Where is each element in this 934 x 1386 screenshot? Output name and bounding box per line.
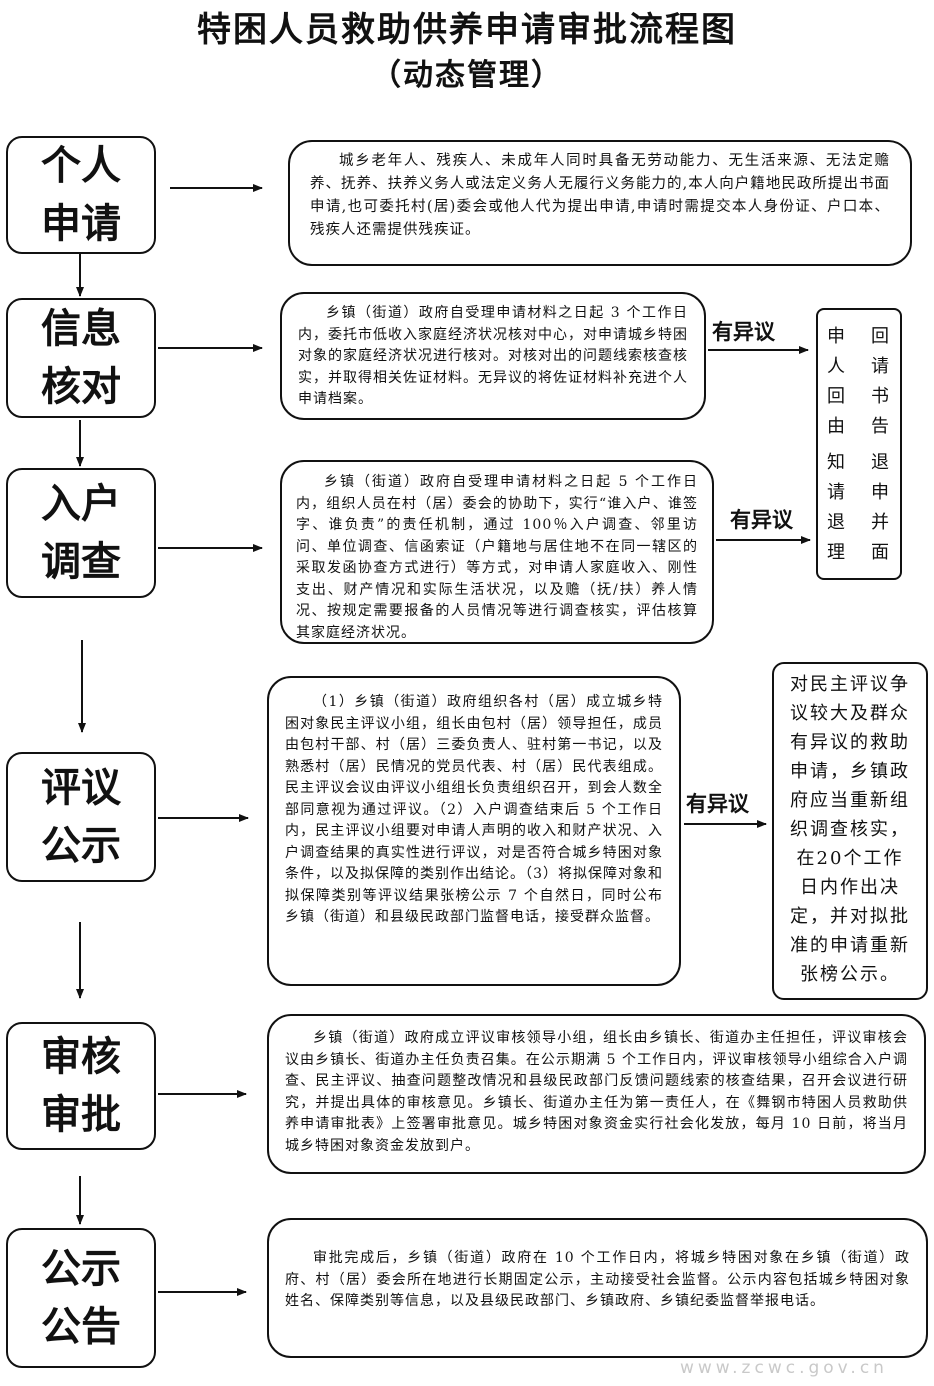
step-label-line1: 入户 bbox=[41, 481, 121, 527]
step-label-line2: 调查 bbox=[41, 539, 121, 585]
step-personal-application: 个人 申请 bbox=[6, 136, 156, 254]
objection-label: 有异议 bbox=[686, 792, 749, 816]
step-label-line1: 信息 bbox=[41, 306, 121, 352]
description-audit-approval: 乡镇（街道）政府成立评议审核领导小组，组长由乡镇长、街道办主任担任，评议审核会议… bbox=[267, 1014, 926, 1174]
description-personal-application: 城乡老年人、残疾人、未成年人同时具备无劳动能力、无生活来源、无法定赡养、抚养、扶… bbox=[288, 140, 912, 266]
return-notice-box: 回请书告申人回由 退申并面知请退理 bbox=[816, 308, 902, 580]
re-review-box: 对民主评议争议较大及群众有异议的救助申请，乡镇政府应当重新组织调查核实，在20个… bbox=[772, 662, 928, 1000]
return-notice-col1: 回请书告申人回由 bbox=[824, 326, 889, 446]
watermark: www.zcwc.gov.cn bbox=[680, 1358, 888, 1378]
step-label-line2: 核对 bbox=[41, 364, 121, 410]
step-label-line2: 公示 bbox=[41, 823, 121, 869]
step-label-line1: 审核 bbox=[41, 1034, 121, 1080]
step-label-line1: 评议 bbox=[41, 765, 121, 811]
description-home-investigation: 乡镇（街道）政府自受理申请材料之日起 5 个工作日内，组织人员在村（居）委会的协… bbox=[280, 460, 714, 644]
step-public-announcement: 公示 公告 bbox=[6, 1228, 156, 1368]
step-label-line2: 公告 bbox=[41, 1304, 121, 1350]
step-review-publicity: 评议 公示 bbox=[6, 752, 156, 882]
description-info-verification: 乡镇（街道）政府自受理申请材料之日起 3 个工作日内，委托市低收入家庭经济状况核… bbox=[280, 292, 706, 420]
step-label-line1: 公示 bbox=[41, 1246, 121, 1292]
step-info-verification: 信息 核对 bbox=[6, 298, 156, 418]
page-title: 特困人员救助供养申请审批流程图 bbox=[197, 10, 737, 50]
step-audit-approval: 审核 审批 bbox=[6, 1022, 156, 1150]
return-notice-col2: 退申并面知请退理 bbox=[824, 452, 889, 572]
step-label-line1: 个人 bbox=[41, 143, 121, 189]
objection-label: 有异议 bbox=[730, 508, 793, 532]
description-review-publicity: （1）乡镇（街道）政府组织各村（居）成立城乡特困对象民主评议小组，组长由包村（居… bbox=[267, 676, 681, 986]
description-public-announcement: 审批完成后，乡镇（街道）政府在 10 个工作日内，将城乡特困对象在乡镇（街道）政… bbox=[267, 1218, 928, 1358]
step-label-line2: 审批 bbox=[41, 1092, 121, 1138]
page-subtitle: （动态管理） bbox=[371, 58, 563, 93]
step-label-line2: 申请 bbox=[41, 201, 121, 247]
objection-label: 有异议 bbox=[712, 320, 775, 344]
step-home-investigation: 入户 调查 bbox=[6, 468, 156, 598]
